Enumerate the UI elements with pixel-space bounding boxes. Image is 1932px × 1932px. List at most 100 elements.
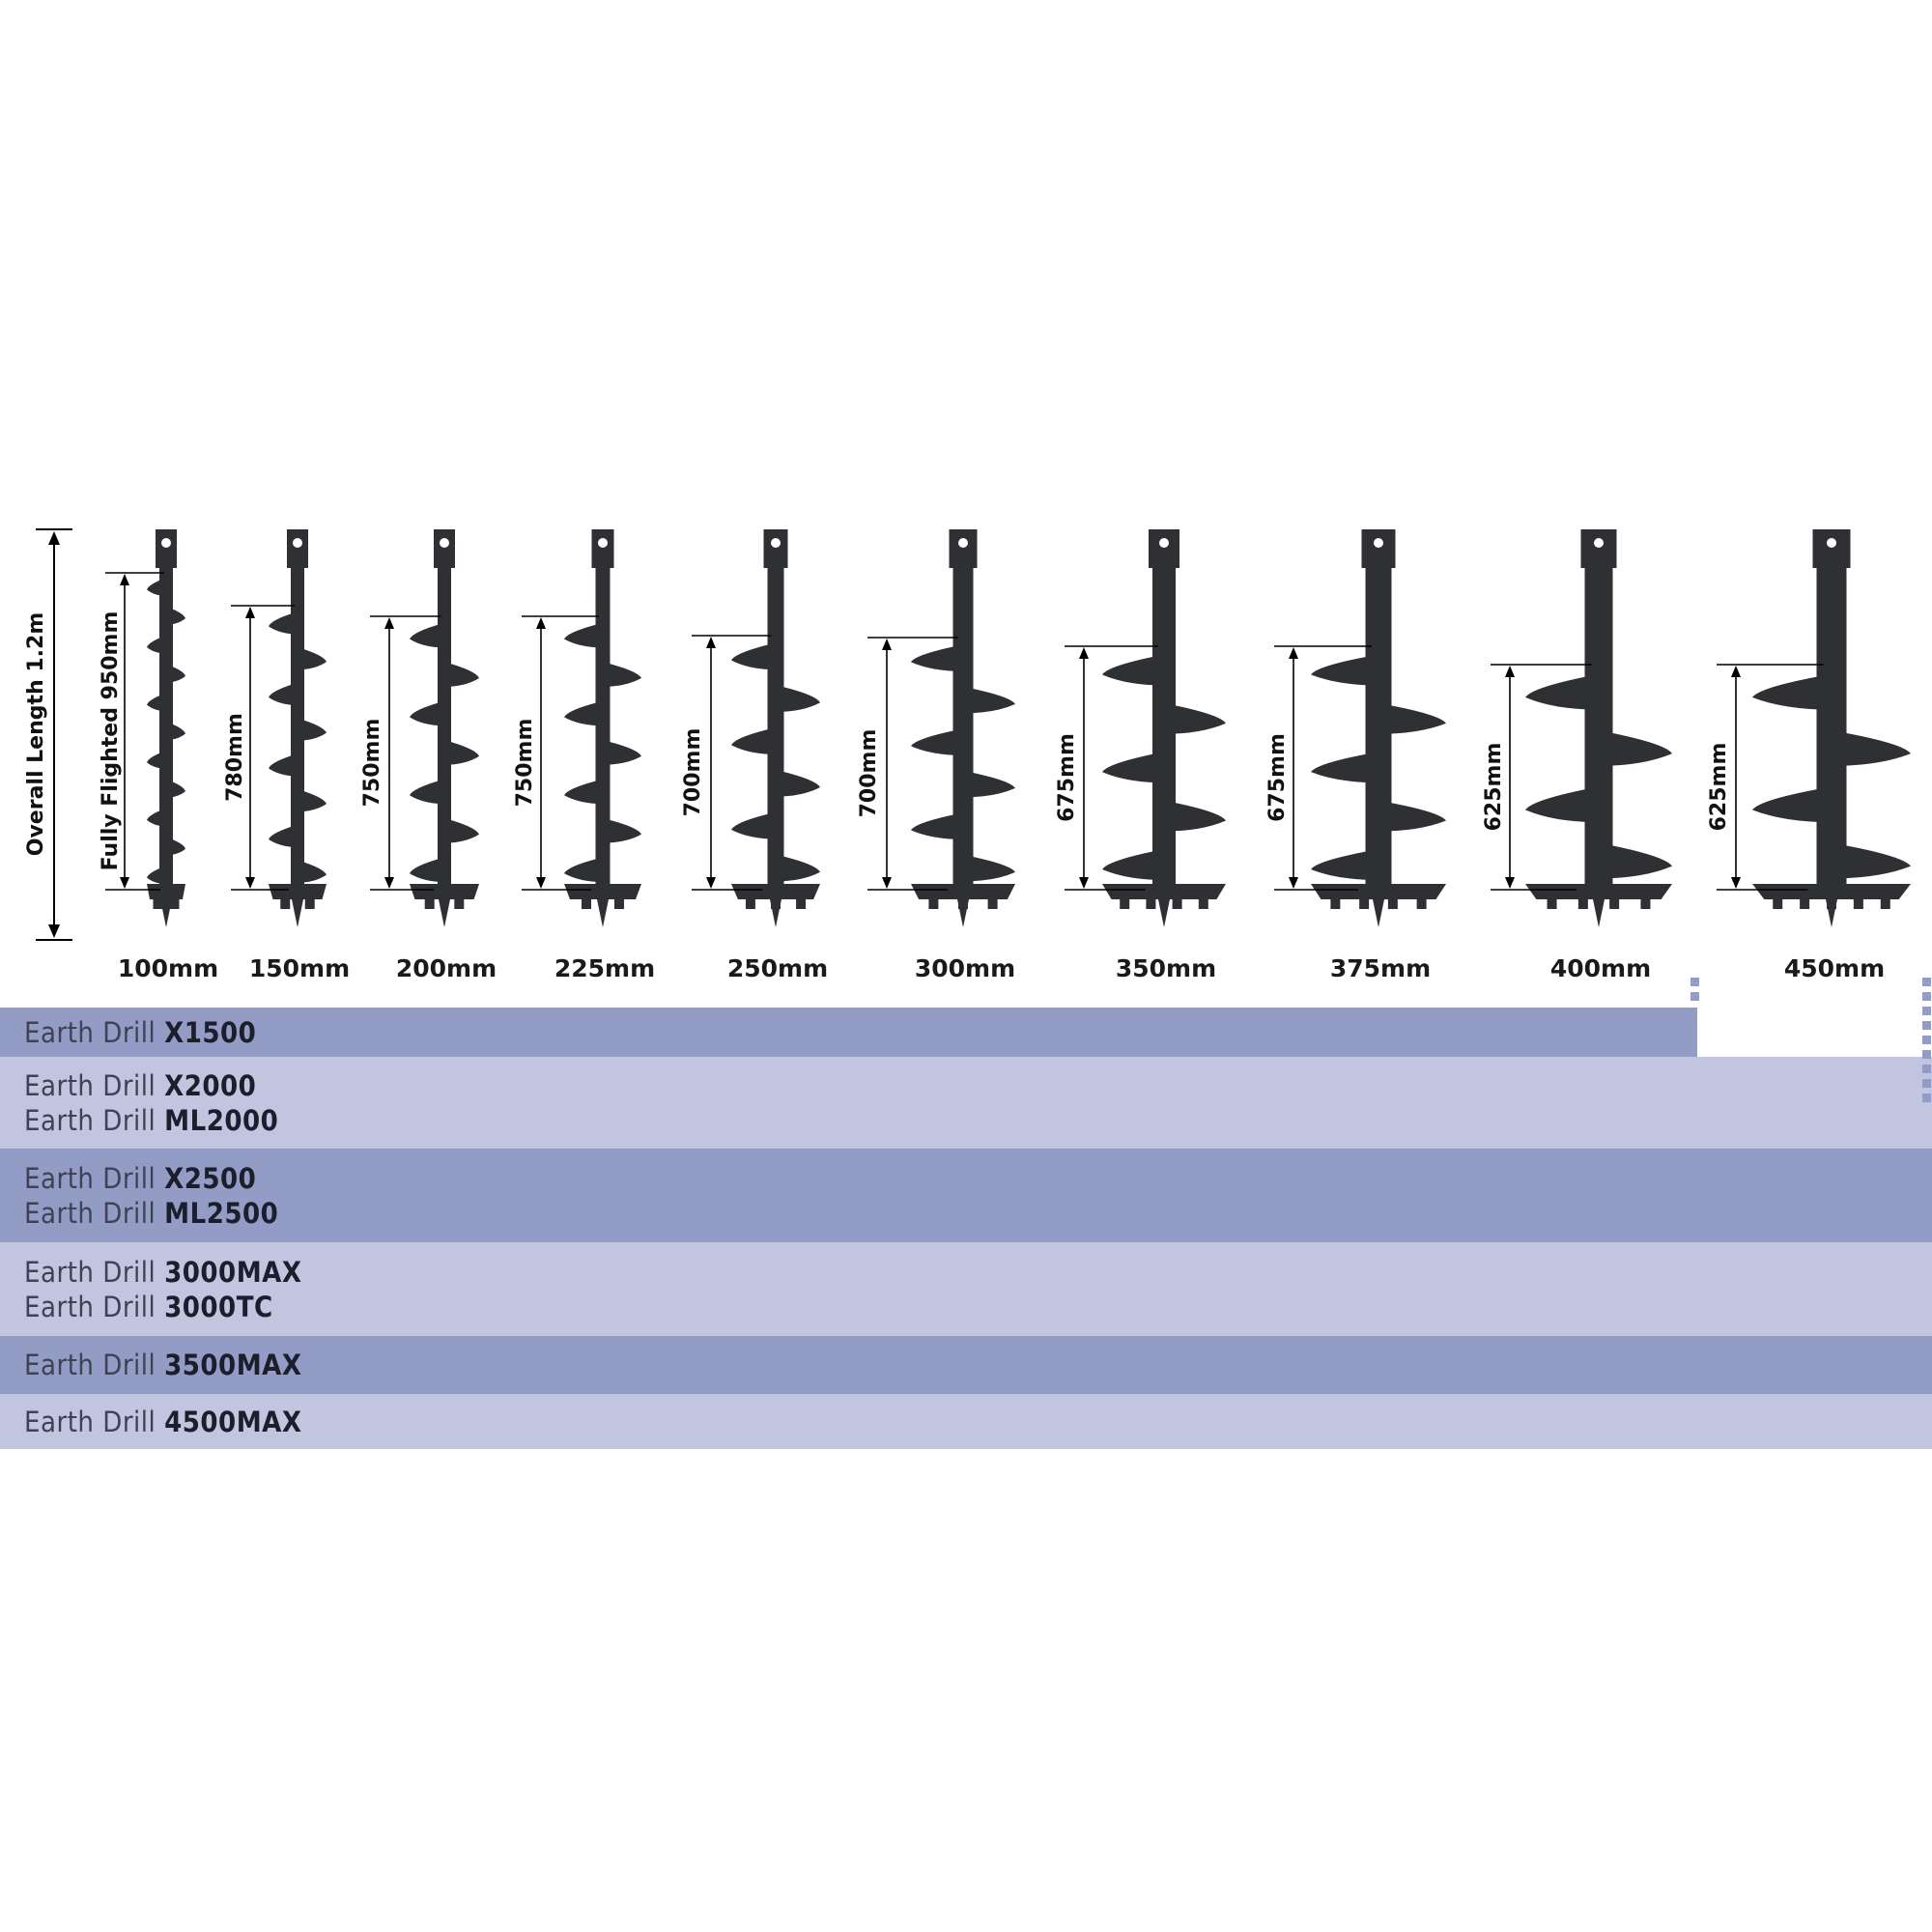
flight-turn bbox=[1599, 730, 1672, 766]
dotted-marker-left bbox=[1690, 978, 1699, 1007]
flight-dimension bbox=[105, 572, 164, 891]
flight-turn bbox=[1164, 702, 1226, 734]
flight-turn bbox=[911, 644, 963, 671]
flight-turn bbox=[1525, 673, 1599, 710]
model-line: Earth Drill ML2500 bbox=[24, 1196, 279, 1230]
flight-dimension bbox=[370, 615, 441, 891]
flight-turn bbox=[269, 824, 298, 847]
flight-turn bbox=[444, 740, 479, 765]
auger-150mm: 780mm 150mm bbox=[223, 529, 350, 982]
auger-350mm: 675mm 350mm bbox=[1055, 529, 1226, 982]
flight-turn bbox=[410, 779, 444, 805]
flight-turn bbox=[603, 662, 641, 687]
flight-turn bbox=[1102, 849, 1164, 881]
flight-turn bbox=[444, 818, 479, 843]
auger-size-label: 150mm bbox=[249, 954, 350, 982]
flight-turn bbox=[1102, 752, 1164, 783]
flight-turn bbox=[166, 722, 185, 741]
model-line: Earth Drill X2500 bbox=[24, 1161, 257, 1195]
flight-length-label: 625mm bbox=[1482, 743, 1506, 832]
flight-turn bbox=[603, 818, 641, 843]
flight-turn bbox=[911, 812, 963, 839]
flight-turn bbox=[731, 642, 776, 670]
flight-turn bbox=[911, 728, 963, 755]
flight-turn bbox=[298, 860, 327, 883]
flight-turn bbox=[1311, 849, 1378, 881]
auger-diagram: Overall Length 1.2m Fully Flighted 950mm… bbox=[24, 528, 1911, 982]
flight-turn bbox=[1752, 786, 1832, 823]
flight-turn bbox=[410, 857, 444, 883]
flight-dimension bbox=[1065, 645, 1158, 891]
flight-dimension bbox=[522, 615, 599, 891]
flight-turn bbox=[444, 662, 479, 687]
auger-size-label: 250mm bbox=[727, 954, 828, 982]
flight-turn bbox=[963, 770, 1015, 798]
model-line: Earth Drill 3000MAX bbox=[24, 1255, 302, 1289]
flight-length-label: 625mm bbox=[1707, 743, 1731, 832]
auger-size-label: 450mm bbox=[1784, 954, 1885, 982]
flight-turn bbox=[1752, 673, 1832, 710]
model-band-5: Earth Drill 3500MAX bbox=[0, 1336, 1932, 1394]
flight-turn bbox=[1311, 654, 1378, 686]
flight-length-label: 780mm bbox=[223, 713, 247, 802]
auger-size-label: 375mm bbox=[1330, 954, 1431, 982]
auger-size-label: 100mm bbox=[118, 954, 218, 982]
flight-turn bbox=[1525, 786, 1599, 823]
flight-turn bbox=[776, 685, 820, 713]
flight-turn bbox=[1599, 842, 1672, 879]
flight-turn bbox=[269, 611, 298, 635]
flight-turn bbox=[731, 811, 776, 839]
flight-turn bbox=[1378, 702, 1446, 734]
band-notch bbox=[1697, 1008, 1932, 1057]
model-line: Earth Drill 4500MAX bbox=[24, 1405, 302, 1438]
flight-turn bbox=[269, 753, 298, 777]
model-band-4: Earth Drill 3000MAX Earth Drill 3000TC bbox=[0, 1242, 1932, 1336]
flight-turn bbox=[269, 682, 298, 705]
flight-length-label: 750mm bbox=[360, 719, 384, 808]
overall-length-label: Overall Length 1.2m bbox=[24, 612, 48, 856]
flight-turn bbox=[166, 779, 185, 798]
flight-turn bbox=[166, 606, 185, 625]
flight-turn bbox=[1832, 730, 1911, 766]
flight-turn bbox=[776, 854, 820, 882]
flight-dimension bbox=[692, 635, 772, 891]
model-line: Earth Drill X2000 bbox=[24, 1068, 257, 1102]
flight-length-label: 675mm bbox=[1055, 733, 1079, 822]
model-line: Earth Drill 3500MAX bbox=[24, 1349, 302, 1381]
flight-turn bbox=[298, 646, 327, 670]
flight-dimension bbox=[1717, 664, 1824, 891]
model-band-6: Earth Drill 4500MAX bbox=[0, 1394, 1932, 1449]
flight-turn bbox=[1311, 752, 1378, 783]
flight-turn bbox=[731, 727, 776, 754]
flight-dimension bbox=[1274, 645, 1372, 891]
auger-size-label: 300mm bbox=[915, 954, 1015, 982]
flight-turn bbox=[603, 740, 641, 765]
flight-turn bbox=[564, 622, 603, 648]
flight-turn bbox=[166, 837, 185, 856]
flight-turn bbox=[564, 700, 603, 726]
auger-size-label: 225mm bbox=[554, 954, 655, 982]
model-line: Earth Drill 3000TC bbox=[24, 1290, 273, 1323]
flight-dimension bbox=[231, 605, 295, 891]
flight-turn bbox=[963, 686, 1015, 714]
flight-turn bbox=[1102, 654, 1164, 686]
auger-size-label: 350mm bbox=[1116, 954, 1216, 982]
flight-turn bbox=[564, 779, 603, 805]
flight-turn bbox=[963, 854, 1015, 882]
flight-turn bbox=[147, 750, 166, 769]
model-band-1: Earth Drill X1500 bbox=[0, 1008, 1932, 1057]
model-band-3: Earth Drill X2500 Earth Drill ML2500 bbox=[0, 1149, 1932, 1242]
flight-turn bbox=[147, 808, 166, 827]
flight-turn bbox=[410, 622, 444, 648]
flight-turn bbox=[564, 857, 603, 883]
flight-dimension bbox=[867, 637, 958, 891]
auger-450mm: 625mm 450mm bbox=[1707, 529, 1911, 982]
model-line: Earth Drill X1500 bbox=[24, 1015, 257, 1049]
flight-turn bbox=[147, 866, 166, 885]
